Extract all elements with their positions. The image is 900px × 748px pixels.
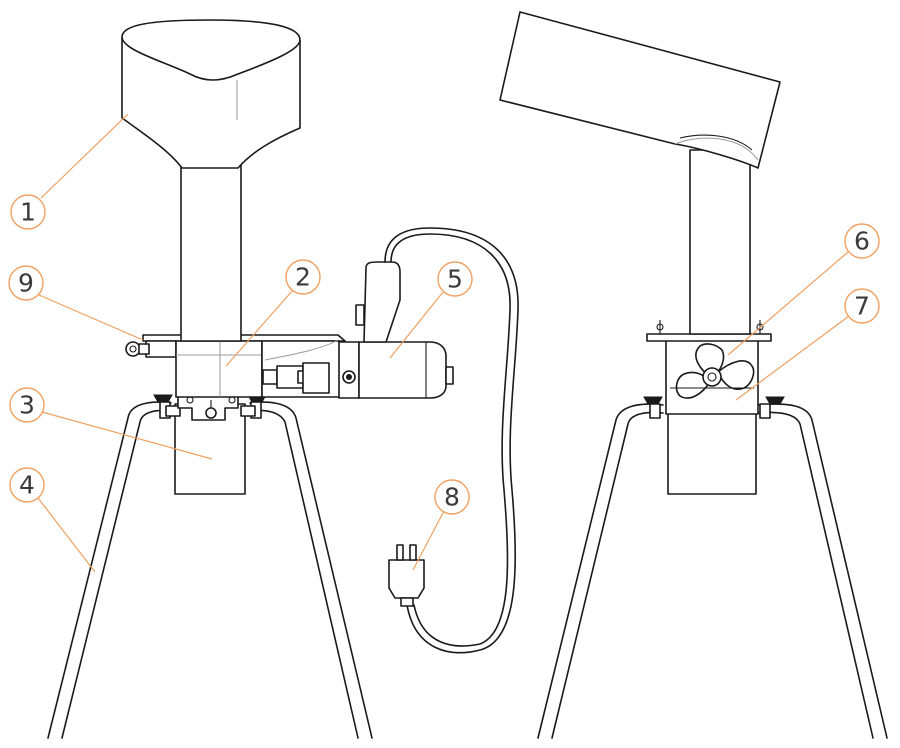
callout-1: 1 — [10, 113, 129, 230]
callout-9-label: 9 — [18, 269, 34, 298]
motor — [338, 261, 454, 399]
callout-6-label: 6 — [854, 227, 870, 256]
callout-8-label: 8 — [444, 483, 460, 512]
hopper — [121, 19, 301, 169]
callout-3: 3 — [9, 387, 213, 460]
right-clamp-knobs — [643, 396, 785, 419]
left-machine-view — [47, 19, 519, 739]
main-body — [175, 340, 263, 398]
callout-4-label: 4 — [19, 471, 35, 500]
callout-7: 7 — [735, 288, 880, 401]
callout-2-label: 2 — [295, 263, 311, 292]
callout-8: 8 — [412, 479, 470, 571]
callout-3-label: 3 — [19, 391, 35, 420]
tilted-hopper — [499, 11, 781, 169]
power-plug — [388, 559, 425, 599]
feed-tube — [180, 156, 242, 342]
callout-5: 5 — [389, 261, 473, 359]
callout-4: 4 — [9, 467, 96, 573]
callout-2: 2 — [225, 259, 321, 367]
callout-5-label: 5 — [447, 265, 463, 294]
callout-9: 9 — [8, 265, 144, 341]
power-cable — [384, 227, 519, 654]
right-machine-view — [499, 11, 888, 739]
callout-7-label: 7 — [854, 292, 870, 321]
left-clamp-knobs — [153, 394, 267, 419]
callouts: 1 2 3 4 5 6 7 — [8, 113, 880, 573]
cutter-blades — [670, 343, 755, 399]
callout-1-label: 1 — [20, 198, 36, 227]
callout-6: 6 — [727, 223, 880, 356]
